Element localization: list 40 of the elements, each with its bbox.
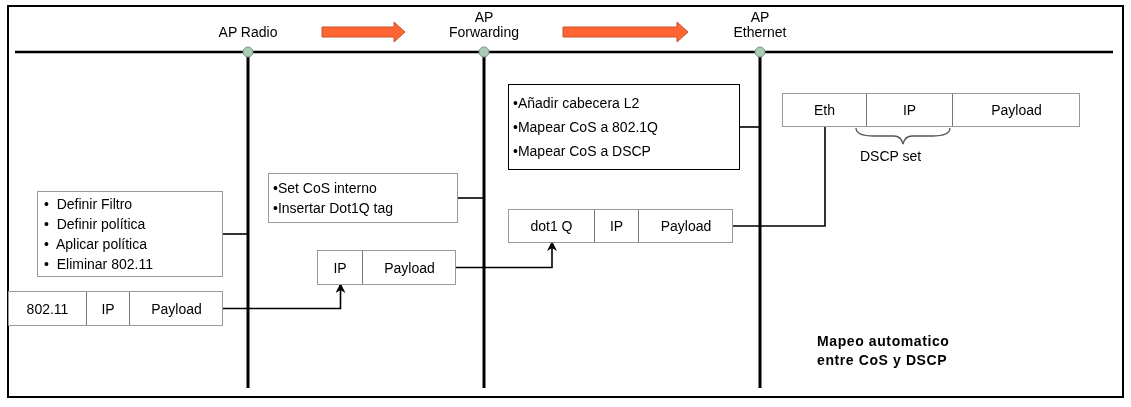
note-box xyxy=(268,173,458,223)
note-box xyxy=(508,84,740,170)
bullet-item: • Definir Filtro xyxy=(44,195,134,214)
packet-field: IP xyxy=(595,210,639,242)
packet-frame xyxy=(317,250,456,285)
packet-frame xyxy=(782,93,1080,127)
connector-line xyxy=(457,197,485,199)
packet-field: 802.11 xyxy=(9,292,87,325)
arrow xyxy=(222,283,346,310)
block-arrow xyxy=(321,21,406,43)
connector-line xyxy=(732,125,826,227)
caption-text: Mapeo automatico entre CoS y DSCP xyxy=(817,332,951,370)
packet-field: dot1 Q xyxy=(509,210,595,242)
packet-field: Payload xyxy=(953,94,1080,126)
note-box xyxy=(37,191,223,277)
block-arrow xyxy=(562,21,689,43)
bullet-item: • Eliminar 802.11 xyxy=(44,255,154,274)
annotation-text: DSCP set xyxy=(860,148,922,164)
packet-field: IP xyxy=(87,292,130,325)
connector-line xyxy=(222,233,249,235)
connector-line xyxy=(739,126,761,128)
stage-heading: AP Forwarding xyxy=(445,10,523,40)
packet-frame xyxy=(8,291,223,326)
bullet-item: • Definir política xyxy=(44,215,147,234)
stage-heading: AP Ethernet xyxy=(728,10,792,40)
packet-field: Payload xyxy=(363,251,456,284)
bullet-item: •Mapear CoS a DSCP xyxy=(513,142,652,161)
packet-frame xyxy=(508,209,733,243)
packet-field: IP xyxy=(867,94,953,126)
arrow xyxy=(455,241,557,269)
packet-field: IP xyxy=(318,251,363,284)
stage-heading: AP Radio xyxy=(214,25,282,40)
packet-field: Payload xyxy=(639,210,733,242)
packet-field: Eth xyxy=(783,94,867,126)
bullet-item: •Set CoS interno xyxy=(273,179,378,198)
packet-field: Payload xyxy=(130,292,223,325)
bullet-item: •Insertar Dot1Q tag xyxy=(273,199,395,218)
bullet-item: •Añadir cabecera L2 xyxy=(513,94,641,113)
bullet-item: •Mapear CoS a 802.1Q xyxy=(513,118,659,137)
bullet-item: • Aplicar política xyxy=(44,235,148,254)
